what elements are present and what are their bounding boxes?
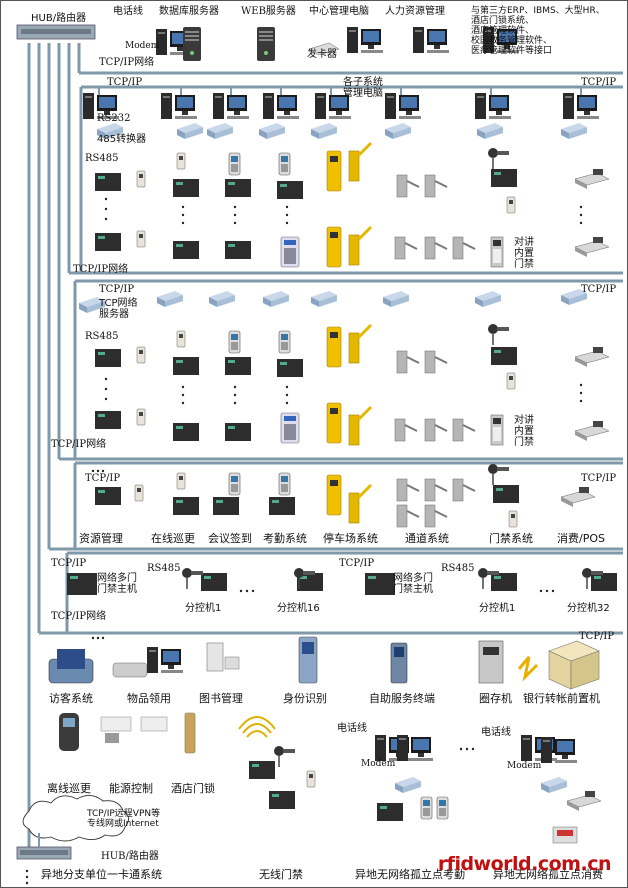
sys-channel-label: 通道系统 [405, 532, 449, 545]
remote-consume-label: 异地无网络孤立点消费 [493, 868, 603, 881]
left-bus-lines [27, 43, 81, 856]
tcpip-b2-label: TCP/IP [581, 284, 617, 295]
sub-ctrl-32-label: 分控机32 [567, 603, 610, 614]
phone-line-top-label: 电话线 [113, 6, 143, 17]
hub-bottom-device [16, 846, 72, 860]
watermark-brand: rfidworld.com.cn [437, 853, 612, 875]
rs232-label: RS232 [97, 113, 131, 124]
sys-attendance-label: 考勤系统 [263, 532, 307, 545]
sys-meeting-label: 会议签到 [208, 532, 252, 545]
db-server-label: 数据库服务器 [159, 6, 219, 17]
phone-line-b1-label: 电话线 [337, 723, 367, 734]
remote-branch-label: 异地分支单位一卡通系统 [41, 868, 162, 881]
self-service-label: 自助服务终端 [369, 692, 435, 705]
conv-485-label: 485转换器 [97, 134, 147, 145]
sub-ctrl-1b-label: 分控机1 [479, 603, 516, 614]
subsys-pc-label: 各子系统 管理电脑 [343, 77, 383, 99]
third-party-label: 与第三方ERP、IBMS、大型HR、 酒店门锁系统、 酒店管理软件、 校园教务管… [471, 6, 605, 56]
wireless-waves [238, 716, 276, 738]
identity-label: 身份识别 [283, 692, 327, 705]
tcpip-net-d-label: TCP/IP网络 [51, 611, 107, 622]
phone-line-b2-label: 电话线 [481, 727, 511, 738]
bank-transfer-label: 银行转帐前置机 [523, 692, 600, 705]
sys-pos-label: 消费/POS [557, 532, 605, 545]
sys-patrol-label: 在线巡更 [151, 532, 195, 545]
locker-label: 圈存机 [479, 692, 512, 705]
sys-resource-label: 资源管理 [79, 532, 123, 545]
offline-patrol-label: 离线巡更 [47, 782, 91, 795]
remote-attendance-label: 异地无网络孤立点考勤 [355, 868, 465, 881]
center-pc-label: 中心管理电脑 [309, 6, 369, 17]
energy-ctrl-label: 能源控制 [109, 782, 153, 795]
visitor-sys-label: 访客系统 [49, 692, 93, 705]
vpn-cloud [22, 795, 129, 842]
tcpip-d2-label: TCP/IP [339, 558, 375, 569]
card-issuer-label: 发卡器 [307, 49, 337, 60]
rs485-b-label: RS485 [85, 331, 119, 342]
sys-access-label: 门禁系统 [489, 532, 533, 545]
horizontal-buses [39, 71, 623, 635]
rs485-d1-label: RS485 [147, 563, 181, 574]
modem-b2-label: Modem [507, 761, 542, 771]
dotted-continuations [25, 197, 583, 885]
intercom-b-label: 对讲 内置 门禁 [514, 415, 534, 448]
tcpip-d1-label: TCP/IP [51, 558, 87, 569]
modem-b1-label: Modem [361, 759, 396, 769]
wireless-door-label: 无线门禁 [259, 868, 303, 881]
rs485-a-label: RS485 [85, 153, 119, 164]
tcpip-a2-label: TCP/IP [581, 77, 617, 88]
hotel-lock-label: 酒店门锁 [171, 782, 215, 795]
sys-parking-label: 停车场系统 [323, 532, 378, 545]
modem-top-label: Modem [125, 41, 160, 51]
tcpip-net-a-label: TCP/IP网络 [73, 264, 129, 275]
tcp-server-label: TCP网络 服务器 [99, 298, 138, 320]
remote-vpn-label: TCP/IP远程VPN等 专线网或Internet [87, 809, 161, 829]
tcpip-c2-label: TCP/IP [581, 473, 617, 484]
library-mgmt-label: 图书管理 [199, 692, 243, 705]
tcpip-net-top-label: TCP/IP网络 [99, 57, 155, 68]
tcpip-c1-label: TCP/IP [85, 473, 121, 484]
rs485-d2-label: RS485 [441, 563, 475, 574]
tcpip-b1-label: TCP/IP [99, 284, 135, 295]
web-server-label: WEB服务器 [241, 6, 296, 17]
net-door-host2-label: 网络多门 门禁主机 [393, 573, 433, 595]
goods-claim-label: 物品领用 [127, 692, 171, 705]
tcpip-net-b-label: TCP/IP网络 [51, 439, 107, 450]
hub-bottom-label: HUB/路由器 [101, 851, 159, 862]
net-door-host1-label: 网络多门 门禁主机 [97, 573, 137, 595]
intercom-a-label: 对讲 内置 门禁 [514, 237, 534, 270]
sub-ctrl-1a-label: 分控机1 [185, 603, 222, 614]
hr-mgmt-label: 人力资源管理 [385, 6, 445, 17]
hub-top-label: HUB/路由器 [31, 13, 87, 24]
tcpip-e-label: TCP/IP [579, 631, 615, 642]
hub-top-device [16, 24, 96, 40]
tcpip-a1-label: TCP/IP [107, 77, 143, 88]
sub-ctrl-16-label: 分控机16 [277, 603, 320, 614]
